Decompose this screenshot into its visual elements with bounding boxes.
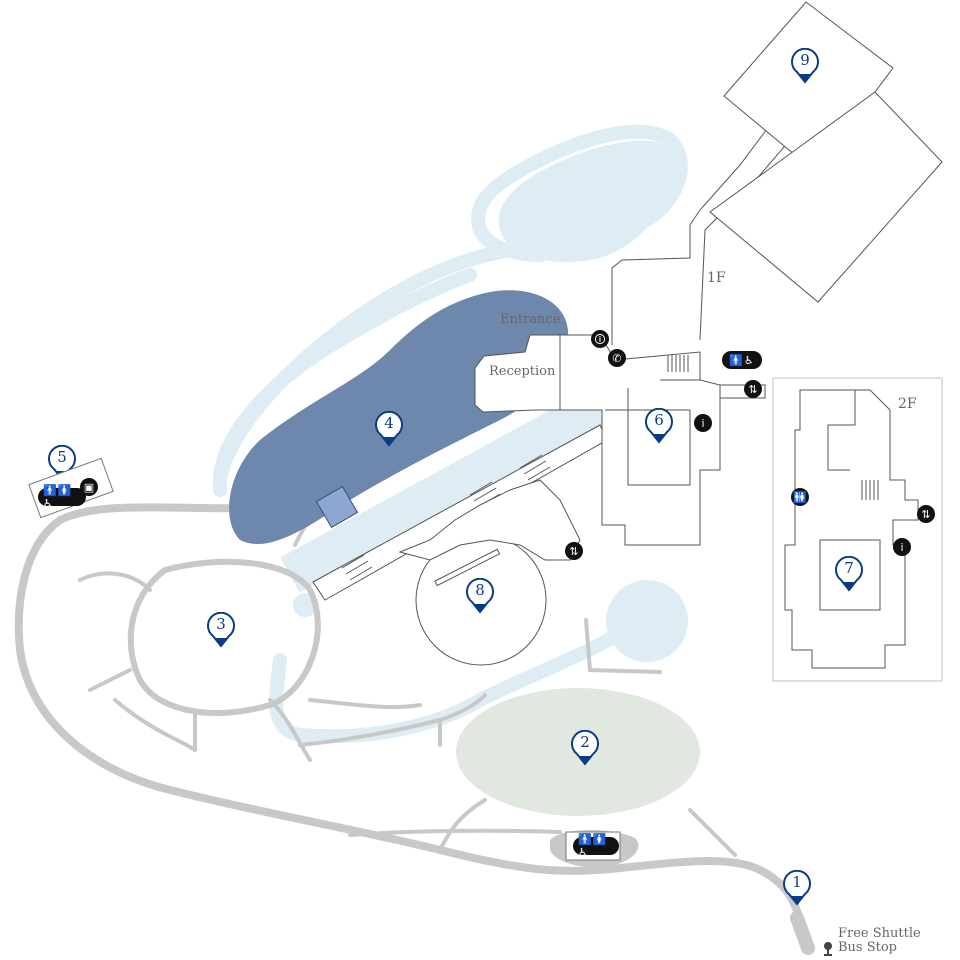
branch-path-11 [348,828,562,837]
pond-pavilion [315,485,359,529]
restroom-icon[interactable]: 🚹🚺♿ [38,484,86,510]
marker-3[interactable]: 3 [207,612,235,648]
branch-path-12 [438,798,487,852]
marker-9[interactable]: 9 [791,48,819,84]
pond-ring-path [127,558,321,716]
phone-icon[interactable]: ✆ [608,349,626,367]
shuttle-label-line-2: Bus Stop [838,940,898,955]
stair-8a [341,554,373,581]
wing-8 [398,479,581,561]
main-building [474,124,791,546]
stair-8c [519,454,551,481]
marker-8[interactable]: 8 [466,578,494,614]
branch-path-2 [88,668,132,692]
main-path [14,503,804,924]
stair-6 [667,355,689,372]
branch-path-5 [268,698,312,762]
building-6-inner [605,379,700,486]
shuttle-label-line-1: Free Shuttle [838,926,921,941]
elevator-icon[interactable]: ⇅ [744,380,762,398]
locker-icon[interactable]: ▣ [80,478,98,496]
marker-1[interactable]: 1 [783,870,811,906]
hall-8-bar [434,548,501,587]
information-icon[interactable]: i [893,538,911,556]
branch-path-10 [584,618,592,672]
reception-label: Reception [489,364,556,379]
shuttle-label: Free Shuttle Bus Stop [838,927,921,955]
building-9 [709,1,943,303]
branch-path-9 [588,668,662,674]
branch-path-6 [298,693,487,747]
branch-path-1 [78,571,152,592]
marker-7[interactable]: 7 [835,556,863,592]
reception-block [474,334,561,413]
upper-pond [498,140,676,263]
branch-path-13 [688,808,737,857]
marker-6[interactable]: 6 [645,408,673,444]
information-icon[interactable]: i [694,414,712,432]
building-6-outline [529,334,721,546]
branch-path-3 [113,698,197,752]
marker-2[interactable]: 2 [571,730,599,766]
elevator-icon[interactable]: ⇅ [565,542,583,560]
entrance-label: Entrance [500,312,561,327]
building-9-south [709,91,943,303]
right-pond [606,580,688,662]
floor-1-label: 1F [707,270,726,286]
floor-2-inner [819,390,881,611]
marker-4[interactable]: 4 [375,411,403,447]
bus-stop-spur [790,911,815,955]
accessible-restroom-icon[interactable]: 🚹🚺♿ [573,833,619,859]
paths [14,503,815,955]
channel [280,382,620,593]
accessible-restroom-icon[interactable]: 🚹♿ [722,351,762,369]
person-icon[interactable]: 🛈 [591,330,609,348]
floor-2-label: 2F [898,396,917,412]
upper-stream [213,124,688,487]
restroom-icon[interactable]: 🚻 [791,488,809,506]
left-stream [212,268,477,497]
branch-path-7 [308,698,422,710]
east-stub [720,384,766,399]
floor-2-outline [784,389,919,669]
floor-2-inset [772,377,943,682]
elevator-icon[interactable]: ⇅ [917,505,935,523]
bus-stop-icon [823,941,833,956]
